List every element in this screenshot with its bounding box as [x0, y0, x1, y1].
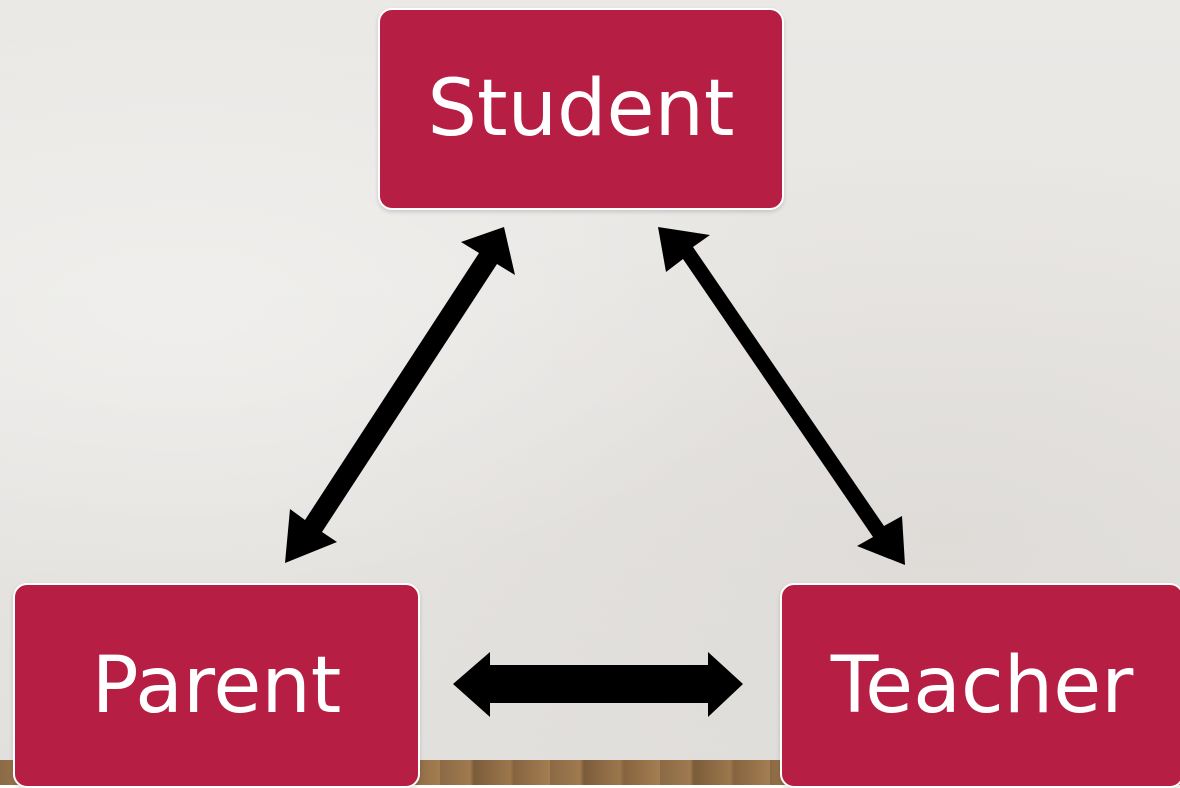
arrow-student-parent [285, 227, 515, 563]
node-student: Student [378, 8, 784, 210]
arrow-student-teacher [658, 227, 905, 565]
node-student-label: Student [427, 64, 735, 154]
node-teacher: Teacher [780, 583, 1180, 788]
arrow-parent-teacher [453, 652, 743, 717]
node-teacher-label: Teacher [830, 640, 1134, 731]
node-parent-label: Parent [91, 640, 342, 731]
node-parent: Parent [13, 583, 420, 788]
